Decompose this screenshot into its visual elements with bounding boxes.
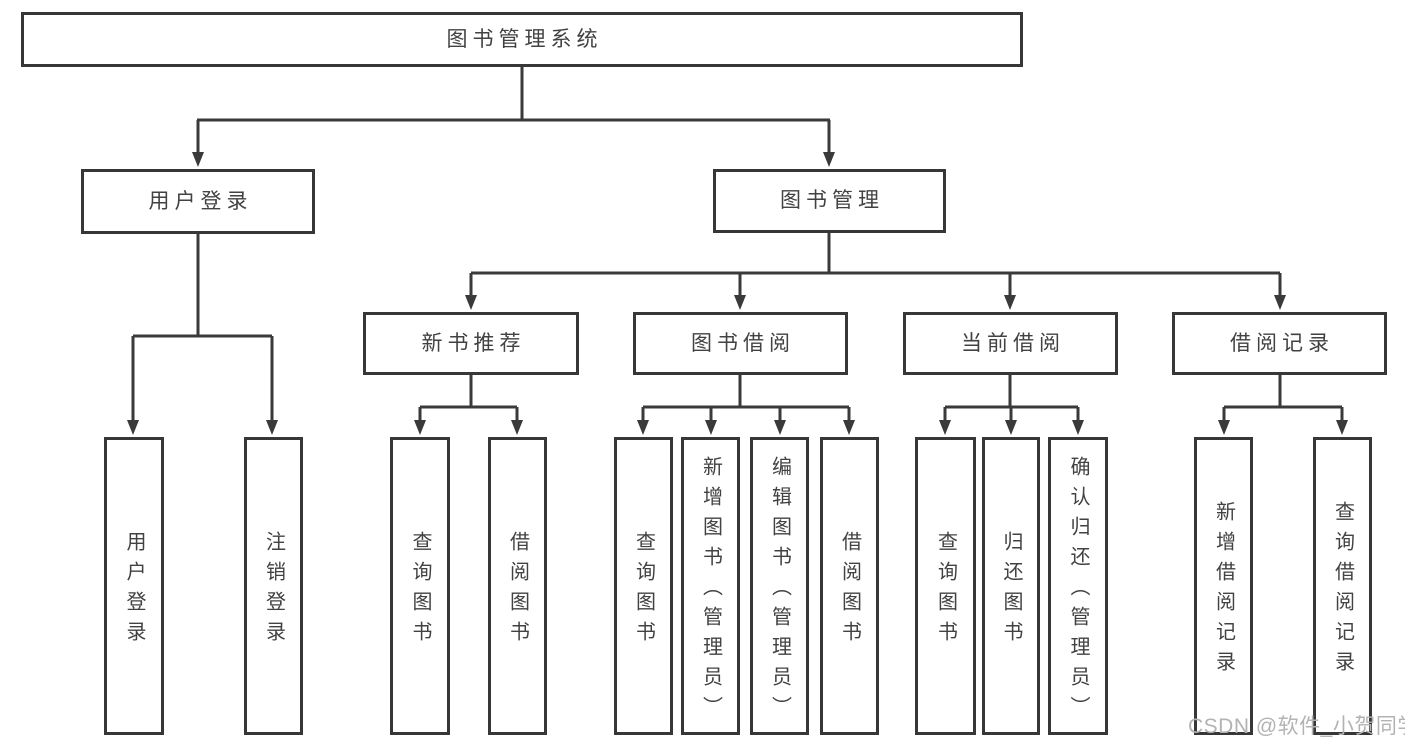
csdn-watermark: CSDN @软件_小贺同学 bbox=[1188, 715, 1405, 738]
leaf-user-login-label: 用户登录 bbox=[123, 531, 145, 651]
node-new-book-recommend: 新书推荐 bbox=[363, 312, 579, 375]
leaf-recommend-query-books: 查询图书 bbox=[390, 437, 450, 735]
leaf-records-query-record: 查询借阅记录 bbox=[1313, 437, 1372, 735]
leaf-current-confirm-return-admin: 确认归还（管理员） bbox=[1048, 437, 1108, 735]
leaf-records-add-record-label: 新增借阅记录 bbox=[1212, 501, 1235, 681]
leaf-records-query-record-label: 查询借阅记录 bbox=[1331, 501, 1354, 681]
leaf-current-query-books-label: 查询图书 bbox=[934, 531, 957, 651]
leaf-logout-label: 注销登录 bbox=[262, 531, 285, 651]
node-current-borrowing-label: 当前借阅 bbox=[961, 331, 1065, 355]
node-new-book-recommend-label: 新书推荐 bbox=[421, 331, 526, 355]
leaf-recommend-borrow-books: 借阅图书 bbox=[488, 437, 547, 735]
leaf-logout: 注销登录 bbox=[244, 437, 303, 735]
leaf-borrow-edit-books-admin-label: 编辑图书（管理员） bbox=[768, 456, 791, 726]
leaf-current-return-books: 归还图书 bbox=[982, 437, 1040, 735]
node-book-borrowing: 图书借阅 bbox=[633, 312, 848, 375]
leaf-borrow-borrow-books-label: 借阅图书 bbox=[838, 531, 861, 651]
leaf-recommend-borrow-books-label: 借阅图书 bbox=[506, 531, 529, 651]
leaf-borrow-query-books-label: 查询图书 bbox=[632, 531, 655, 651]
node-user-login: 用户登录 bbox=[81, 169, 315, 234]
leaf-records-add-record: 新增借阅记录 bbox=[1194, 437, 1253, 735]
node-borrowing-records-label: 借阅记录 bbox=[1230, 331, 1334, 355]
leaf-current-return-books-label: 归还图书 bbox=[1000, 531, 1022, 651]
node-current-borrowing: 当前借阅 bbox=[903, 312, 1118, 375]
node-book-management-label: 图书管理 bbox=[780, 189, 884, 213]
node-book-management: 图书管理 bbox=[713, 169, 946, 233]
node-root: 图书管理系统 bbox=[21, 12, 1023, 67]
leaf-user-login: 用户登录 bbox=[104, 437, 164, 735]
leaf-current-query-books: 查询图书 bbox=[915, 437, 976, 735]
node-borrowing-records: 借阅记录 bbox=[1172, 312, 1387, 375]
node-user-login-label: 用户登录 bbox=[148, 189, 253, 213]
leaf-current-confirm-return-admin-label: 确认归还（管理员） bbox=[1067, 456, 1089, 726]
leaf-borrow-edit-books-admin: 编辑图书（管理员） bbox=[750, 437, 809, 735]
leaf-recommend-query-books-label: 查询图书 bbox=[409, 531, 431, 651]
leaf-borrow-query-books: 查询图书 bbox=[614, 437, 673, 735]
leaf-borrow-add-books-admin-label: 新增图书（管理员） bbox=[699, 456, 722, 726]
leaf-borrow-add-books-admin: 新增图书（管理员） bbox=[681, 437, 740, 735]
node-book-borrowing-label: 图书借阅 bbox=[691, 331, 795, 355]
node-root-label: 图书管理系统 bbox=[446, 27, 603, 51]
leaf-borrow-borrow-books: 借阅图书 bbox=[820, 437, 879, 735]
